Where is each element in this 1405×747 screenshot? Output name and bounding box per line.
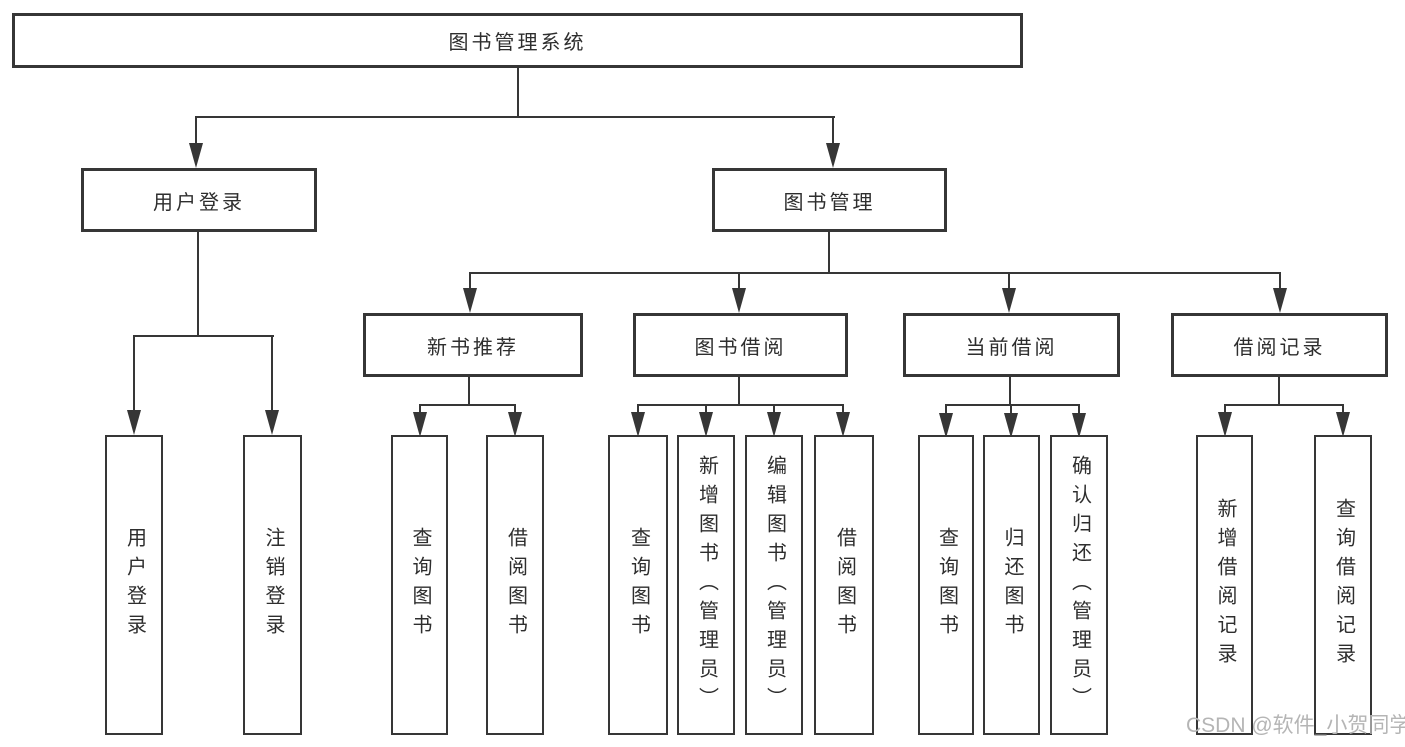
node-user-login-label: 用户登录: [153, 191, 245, 214]
leaf-user-login: 用户登录: [105, 435, 163, 735]
connector-root-drop-right: [832, 116, 834, 146]
leaf-records-query-record-label: 查询借阅记录: [1332, 498, 1355, 672]
connector-bookmgmt-drop-3: [1008, 272, 1010, 290]
arrow-down-book-management: [826, 143, 840, 168]
connector-bookmgmt-crossbar: [469, 272, 1281, 274]
leaf-borrowing-add-books-admin-label: 新增图书（管理员）: [695, 454, 718, 716]
arrow-down-newbook-borrow: [508, 412, 522, 437]
leaf-current-query-books-label: 查询图书: [935, 527, 958, 643]
connector-userlogin-crossbar: [134, 335, 274, 337]
arrow-down-leaf-user-login: [127, 410, 141, 435]
leaf-newbook-borrow-books: 借阅图书: [486, 435, 544, 735]
connector-root-stem: [517, 68, 519, 118]
connector-records-drop-2: [1342, 404, 1344, 414]
connector-records-drop-1: [1224, 404, 1226, 414]
connector-userlogin-drop-1: [133, 335, 135, 413]
node-borrowing-records: 借阅记录: [1171, 313, 1388, 377]
leaf-current-confirm-return-admin: 确认归还（管理员）: [1050, 435, 1108, 735]
node-book-management-label: 图书管理: [783, 191, 876, 214]
leaf-borrowing-edit-books-admin: 编辑图书（管理员）: [745, 435, 803, 735]
leaf-logout-label: 注销登录: [262, 527, 284, 643]
connector-borrowing-drop-2: [705, 404, 707, 414]
connector-userlogin-stem: [197, 232, 199, 337]
leaf-current-return-books: 归还图书: [983, 435, 1040, 735]
leaf-newbook-query-books: 查询图书: [391, 435, 448, 735]
csdn-watermark: CSDN @软件_小贺同学: [1186, 714, 1405, 737]
connector-newbook-drop-1: [419, 404, 421, 414]
connector-current-drop-1: [945, 404, 947, 416]
arrow-down-borrowing-query: [631, 412, 645, 437]
connector-current-drop-2: [1010, 404, 1012, 416]
arrow-down-leaf-logout: [265, 410, 279, 435]
node-borrowing-records-label: 借阅记录: [1233, 336, 1326, 359]
connector-root-crossbar: [196, 116, 835, 118]
leaf-borrowing-query-books-label: 查询图书: [627, 527, 650, 643]
connector-userlogin-drop-2: [271, 335, 273, 413]
node-book-borrowing: 图书借阅: [633, 313, 848, 377]
arrow-down-user-login: [189, 143, 203, 168]
connector-borrowing-stem: [738, 377, 740, 405]
connector-newbook-drop-2: [514, 404, 516, 414]
node-user-login: 用户登录: [81, 168, 317, 232]
arrow-down-records-add: [1218, 412, 1232, 437]
leaf-records-add-record: 新增借阅记录: [1196, 435, 1253, 735]
arrow-down-current-borrowing: [1002, 288, 1016, 313]
arrow-down-newbook-query: [413, 412, 427, 437]
leaf-borrowing-edit-books-admin-label: 编辑图书（管理员）: [763, 454, 786, 716]
connector-records-crossbar: [1224, 404, 1344, 406]
arrow-down-new-book-recommend: [463, 288, 477, 313]
connector-borrowing-drop-4: [842, 404, 844, 414]
root-node-label: 图书管理系统: [448, 32, 587, 54]
leaf-current-return-books-label: 归还图书: [1001, 527, 1023, 643]
leaf-newbook-query-books-label: 查询图书: [409, 527, 431, 643]
connector-borrowing-drop-1: [637, 404, 639, 414]
leaf-borrowing-borrow-books-label: 借阅图书: [833, 527, 856, 643]
leaf-records-query-record: 查询借阅记录: [1314, 435, 1372, 735]
connector-borrowing-drop-3: [773, 404, 775, 414]
arrow-down-borrowing-borrow: [836, 412, 850, 437]
connector-root-drop-left: [195, 116, 197, 146]
arrow-down-borrowing-records: [1273, 288, 1287, 313]
leaf-records-add-record-label: 新增借阅记录: [1214, 498, 1236, 672]
node-new-book-recommend-label: 新书推荐: [427, 336, 519, 359]
arrow-down-current-query: [939, 413, 953, 438]
connector-current-drop-3: [1078, 404, 1080, 416]
node-current-borrowing: 当前借阅: [903, 313, 1120, 377]
connector-records-stem: [1278, 376, 1280, 405]
leaf-borrowing-add-books-admin: 新增图书（管理员）: [677, 435, 735, 735]
leaf-current-confirm-return-admin-label: 确认归还（管理员）: [1068, 454, 1091, 716]
node-current-borrowing-label: 当前借阅: [965, 336, 1058, 359]
connector-bookmgmt-stem: [828, 232, 830, 274]
leaf-borrowing-borrow-books: 借阅图书: [814, 435, 874, 735]
arrow-down-borrowing-edit: [767, 412, 781, 437]
leaf-logout: 注销登录: [243, 435, 302, 735]
leaf-newbook-borrow-books-label: 借阅图书: [504, 527, 527, 643]
node-book-management: 图书管理: [712, 168, 947, 232]
arrow-down-book-borrowing: [732, 288, 746, 313]
connector-newbook-stem: [468, 377, 470, 405]
arrow-down-current-return: [1004, 413, 1018, 438]
leaf-current-query-books: 查询图书: [918, 435, 974, 735]
node-new-book-recommend: 新书推荐: [363, 313, 583, 377]
root-node-library-management-system: 图书管理系统: [12, 13, 1023, 68]
node-book-borrowing-label: 图书借阅: [694, 336, 787, 359]
connector-bookmgmt-drop-4: [1279, 272, 1281, 290]
connector-bookmgmt-drop-2: [738, 272, 740, 290]
arrow-down-current-confirm: [1072, 413, 1086, 438]
connector-bookmgmt-drop-1: [469, 272, 471, 290]
leaf-user-login-label: 用户登录: [123, 527, 146, 643]
arrow-down-borrowing-add: [699, 412, 713, 437]
arrow-down-records-query: [1336, 412, 1350, 437]
connector-current-stem: [1009, 377, 1011, 405]
connector-current-crossbar: [945, 404, 1079, 406]
connector-newbook-crossbar: [419, 404, 516, 406]
connector-borrowing-crossbar: [637, 404, 844, 406]
leaf-borrowing-query-books: 查询图书: [608, 435, 668, 735]
